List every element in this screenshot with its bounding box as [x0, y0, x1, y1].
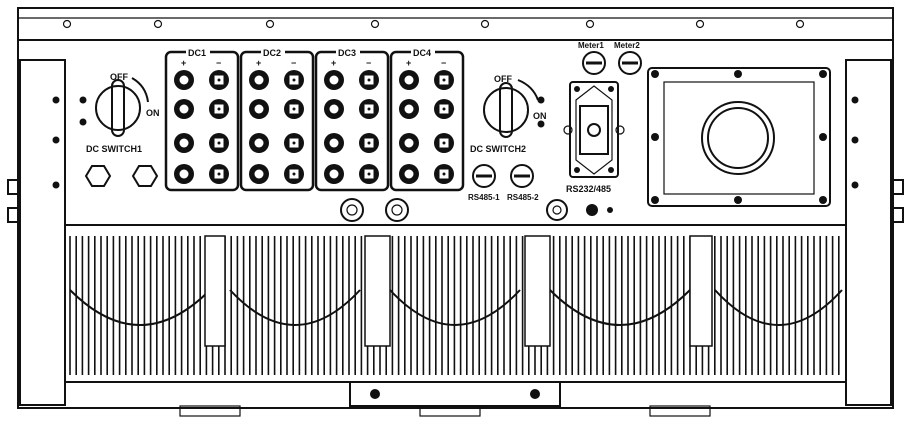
rs485-1-label: RS485-1 — [468, 193, 500, 202]
top-port-2-label: Meter2 — [614, 41, 640, 50]
dc-plus-connector[interactable] — [399, 99, 419, 119]
dc-plus-connector[interactable] — [249, 164, 269, 184]
dc-plus-connector[interactable] — [174, 164, 194, 184]
dc-minus-connector[interactable] — [359, 99, 379, 119]
dc-minus-connector[interactable] — [209, 99, 229, 119]
dc-group-3: DC3+ − — [314, 47, 390, 192]
dc-plus-connector[interactable] — [324, 164, 344, 184]
dc-plus-connector[interactable] — [324, 133, 344, 153]
dc-group-label: DC3 — [338, 48, 356, 58]
rs232-485-connector[interactable]: RS232/485 — [563, 81, 625, 194]
dc-minus-connector[interactable] — [434, 99, 454, 119]
dc-minus-connector[interactable] — [284, 99, 304, 119]
minus-label: − — [216, 58, 221, 68]
dc-plus-connector[interactable] — [324, 70, 344, 90]
dc-minus-connector[interactable] — [434, 70, 454, 90]
dc-group-label: DC2 — [263, 48, 281, 58]
dc-minus-connector[interactable] — [209, 164, 229, 184]
dc-minus-connector[interactable] — [359, 133, 379, 153]
top-port-1-label: Meter1 — [578, 41, 604, 50]
cable-gland-2 — [131, 165, 159, 187]
dc-group-1: DC1+ − — [164, 47, 240, 192]
dc-minus-connector[interactable] — [359, 164, 379, 184]
dc-plus-connector[interactable] — [174, 133, 194, 153]
dc-switch-1[interactable]: OFF ON DC SWITCH1 — [79, 72, 160, 154]
top-port-1[interactable]: Meter1 — [578, 41, 606, 75]
switch1-on-label: ON — [146, 108, 160, 118]
dc-minus-connector[interactable] — [284, 164, 304, 184]
dc-plus-connector[interactable] — [399, 133, 419, 153]
minus-label: − — [291, 58, 296, 68]
dc-plus-connector[interactable] — [324, 99, 344, 119]
dc-plus-connector[interactable] — [399, 70, 419, 90]
dc-plus-connector[interactable] — [174, 70, 194, 90]
dc-minus-connector[interactable] — [284, 133, 304, 153]
heatsink-fins — [69, 235, 843, 375]
plus-label: + — [331, 58, 336, 68]
minus-label: − — [366, 58, 371, 68]
fan-connectors — [340, 198, 409, 222]
dc-plus-connector[interactable] — [249, 99, 269, 119]
rs485-1-port[interactable]: RS485-1 — [468, 164, 500, 202]
minus-label: − — [441, 58, 446, 68]
enclosure-frame — [7, 7, 904, 417]
dc-minus-connector[interactable] — [434, 164, 454, 184]
dc-group-4: DC4+ − — [389, 47, 465, 192]
ground-terminal — [546, 199, 613, 221]
dc-minus-connector[interactable] — [209, 133, 229, 153]
switch1-label: DC SWITCH1 — [86, 144, 142, 154]
dc-switch-2[interactable]: OFF ON DC SWITCH2 — [470, 74, 547, 154]
plus-label: + — [256, 58, 261, 68]
mounting-holes — [52, 19, 859, 189]
rs232-485-label: RS232/485 — [566, 184, 611, 194]
plus-label: + — [181, 58, 186, 68]
dc-group-2: DC2+ − — [239, 47, 315, 192]
dc-group-label: DC1 — [188, 48, 206, 58]
switch1-off-label: OFF — [110, 72, 128, 82]
dc-input-connectors: DC1+−DC2+−DC3+−DC4+− — [164, 47, 465, 192]
dc-minus-connector[interactable] — [284, 70, 304, 90]
rs485-2-label: RS485-2 — [507, 193, 539, 202]
plus-label: + — [406, 58, 411, 68]
dc-plus-connector[interactable] — [174, 99, 194, 119]
dc-plus-connector[interactable] — [249, 133, 269, 153]
dc-plus-connector[interactable] — [399, 164, 419, 184]
rs485-2-port[interactable]: RS485-2 — [507, 164, 539, 202]
switch2-on-label: ON — [533, 111, 547, 121]
dc-minus-connector[interactable] — [209, 70, 229, 90]
dc-minus-connector[interactable] — [434, 133, 454, 153]
cable-gland-1 — [84, 165, 112, 187]
switch2-label: DC SWITCH2 — [470, 144, 526, 154]
dc-group-label: DC4 — [413, 48, 431, 58]
dc-plus-connector[interactable] — [249, 70, 269, 90]
top-port-2[interactable]: Meter2 — [614, 41, 642, 75]
switch2-off-label: OFF — [494, 74, 512, 84]
dc-minus-connector[interactable] — [359, 70, 379, 90]
ac-cover-plate — [647, 67, 831, 207]
